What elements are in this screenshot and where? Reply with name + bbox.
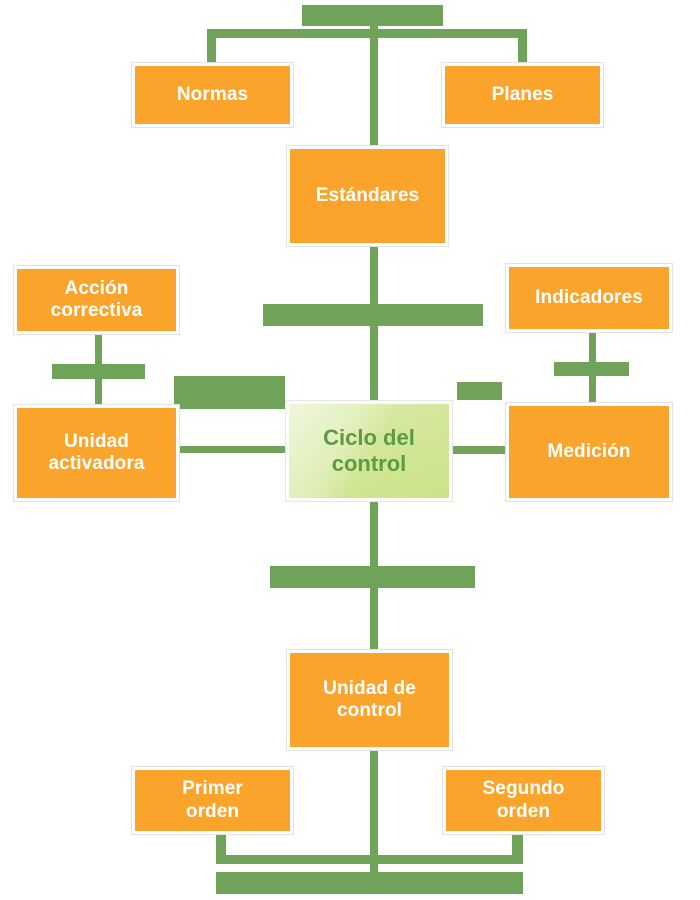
connector-drop-planes [518, 29, 527, 67]
node-ciclo-del-control-label-line2: control [331, 451, 407, 476]
connector-link-unidad-activadora-ciclo [176, 446, 298, 453]
node-accion-correctiva[interactable]: Acción correctiva [13, 265, 180, 335]
node-normas-inner: Normas [135, 66, 290, 124]
node-ciclo-del-control[interactable]: Ciclo del control [285, 400, 453, 502]
node-ciclo-del-control-inner: Ciclo del control [289, 404, 449, 498]
node-planes-label: Planes [491, 83, 554, 105]
node-segundo-orden-label-line1: Segundo [482, 778, 565, 800]
node-estandares[interactable]: Estándares [286, 145, 449, 247]
node-estandares-inner: Estándares [290, 149, 445, 243]
node-normas-label: Normas [176, 83, 249, 105]
connector-rise-segundo-orden [512, 832, 523, 862]
node-medicion[interactable]: Medición [505, 402, 673, 502]
node-indicadores-label: Indicadores [535, 286, 643, 308]
node-accion-correctiva-label-line1: Acción [64, 277, 129, 299]
connector-link-ciclo-medicion [450, 446, 512, 454]
node-primer-orden-inner: Primer orden [135, 770, 290, 831]
node-unidad-activadora-inner: Unidad activadora [17, 408, 176, 498]
node-primer-orden-label-line2: orden [185, 800, 240, 822]
node-medicion-inner: Medición [509, 406, 669, 498]
node-planes-inner: Planes [445, 66, 600, 124]
node-unidad-de-control-label-line2: control [336, 700, 403, 721]
node-primer-orden-label-line1: Primer [182, 778, 243, 800]
node-segundo-orden-label-line2: orden [496, 800, 551, 822]
node-segundo-orden[interactable]: Segundo orden [442, 766, 605, 835]
node-accion-correctiva-label-line2: correctiva [50, 300, 143, 321]
node-accion-correctiva-inner: Acción correctiva [17, 269, 176, 331]
node-unidad-activadora-label-line1: Unidad [63, 430, 129, 452]
connector-bottom-cap [216, 872, 523, 894]
connector-bar-accion-correctiva [52, 364, 145, 379]
node-unidad-de-control-label-line1: Unidad de [323, 677, 416, 699]
connector-bar-estandares [263, 304, 483, 326]
connector-bar-indicadores [554, 362, 629, 376]
connector-bottom-horizontal [216, 855, 523, 864]
node-normas[interactable]: Normas [131, 62, 294, 128]
node-indicadores[interactable]: Indicadores [505, 263, 673, 333]
node-indicadores-inner: Indicadores [509, 267, 669, 329]
node-planes[interactable]: Planes [441, 62, 604, 128]
node-estandares-label: Estándares [315, 184, 420, 206]
node-unidad-activadora-label-line2: activadora [48, 453, 145, 474]
node-primer-orden[interactable]: Primer orden [131, 766, 294, 835]
node-ciclo-del-control-label-line1: Ciclo del [323, 425, 415, 451]
node-medicion-label: Medición [547, 440, 631, 462]
connector-drop-normas [207, 29, 216, 67]
connector-bar-unidad-de-control [270, 566, 475, 588]
node-segundo-orden-inner: Segundo orden [446, 770, 601, 831]
connector-top-horizontal [207, 29, 527, 38]
connector-rise-primer-orden [216, 832, 226, 862]
connector-block-left-ciclo [174, 376, 285, 409]
node-unidad-de-control[interactable]: Unidad de control [286, 649, 453, 751]
connector-block-right-ciclo [457, 382, 502, 400]
node-unidad-de-control-inner: Unidad de control [290, 653, 449, 747]
node-unidad-activadora[interactable]: Unidad activadora [13, 404, 180, 502]
